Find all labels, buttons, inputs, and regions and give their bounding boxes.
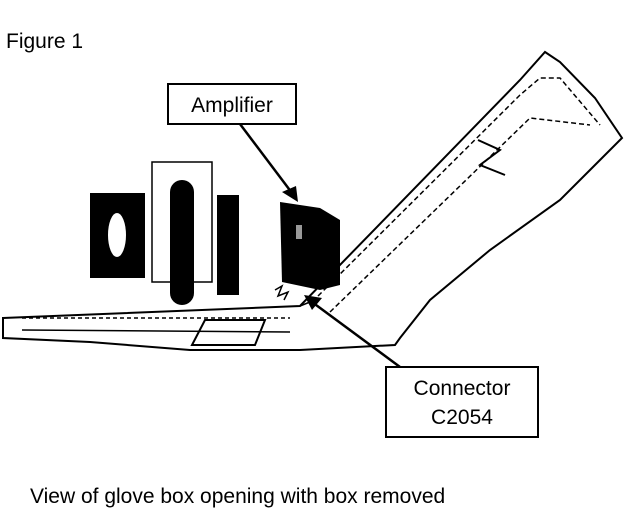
amplifier-callout-label: Amplifier (191, 94, 273, 117)
amplifier-callout-box (167, 83, 297, 125)
connector-c2054 (274, 284, 290, 301)
amplifier-unit (280, 202, 340, 290)
bracket-assembly (90, 161, 239, 305)
connector-callout-line1: Connector (414, 377, 511, 400)
connector-callout-line2: C2054 (431, 406, 493, 429)
figure-label: Figure 1 (6, 30, 83, 53)
connector-callout-box (385, 366, 539, 438)
connector-leader-arrow (304, 295, 401, 369)
glove-box-outline (2, 50, 624, 351)
amplifier-leader-arrow (239, 123, 298, 202)
figure-caption: View of glove box opening with box remov… (30, 485, 445, 508)
glove-box-latch-opening (190, 319, 267, 346)
